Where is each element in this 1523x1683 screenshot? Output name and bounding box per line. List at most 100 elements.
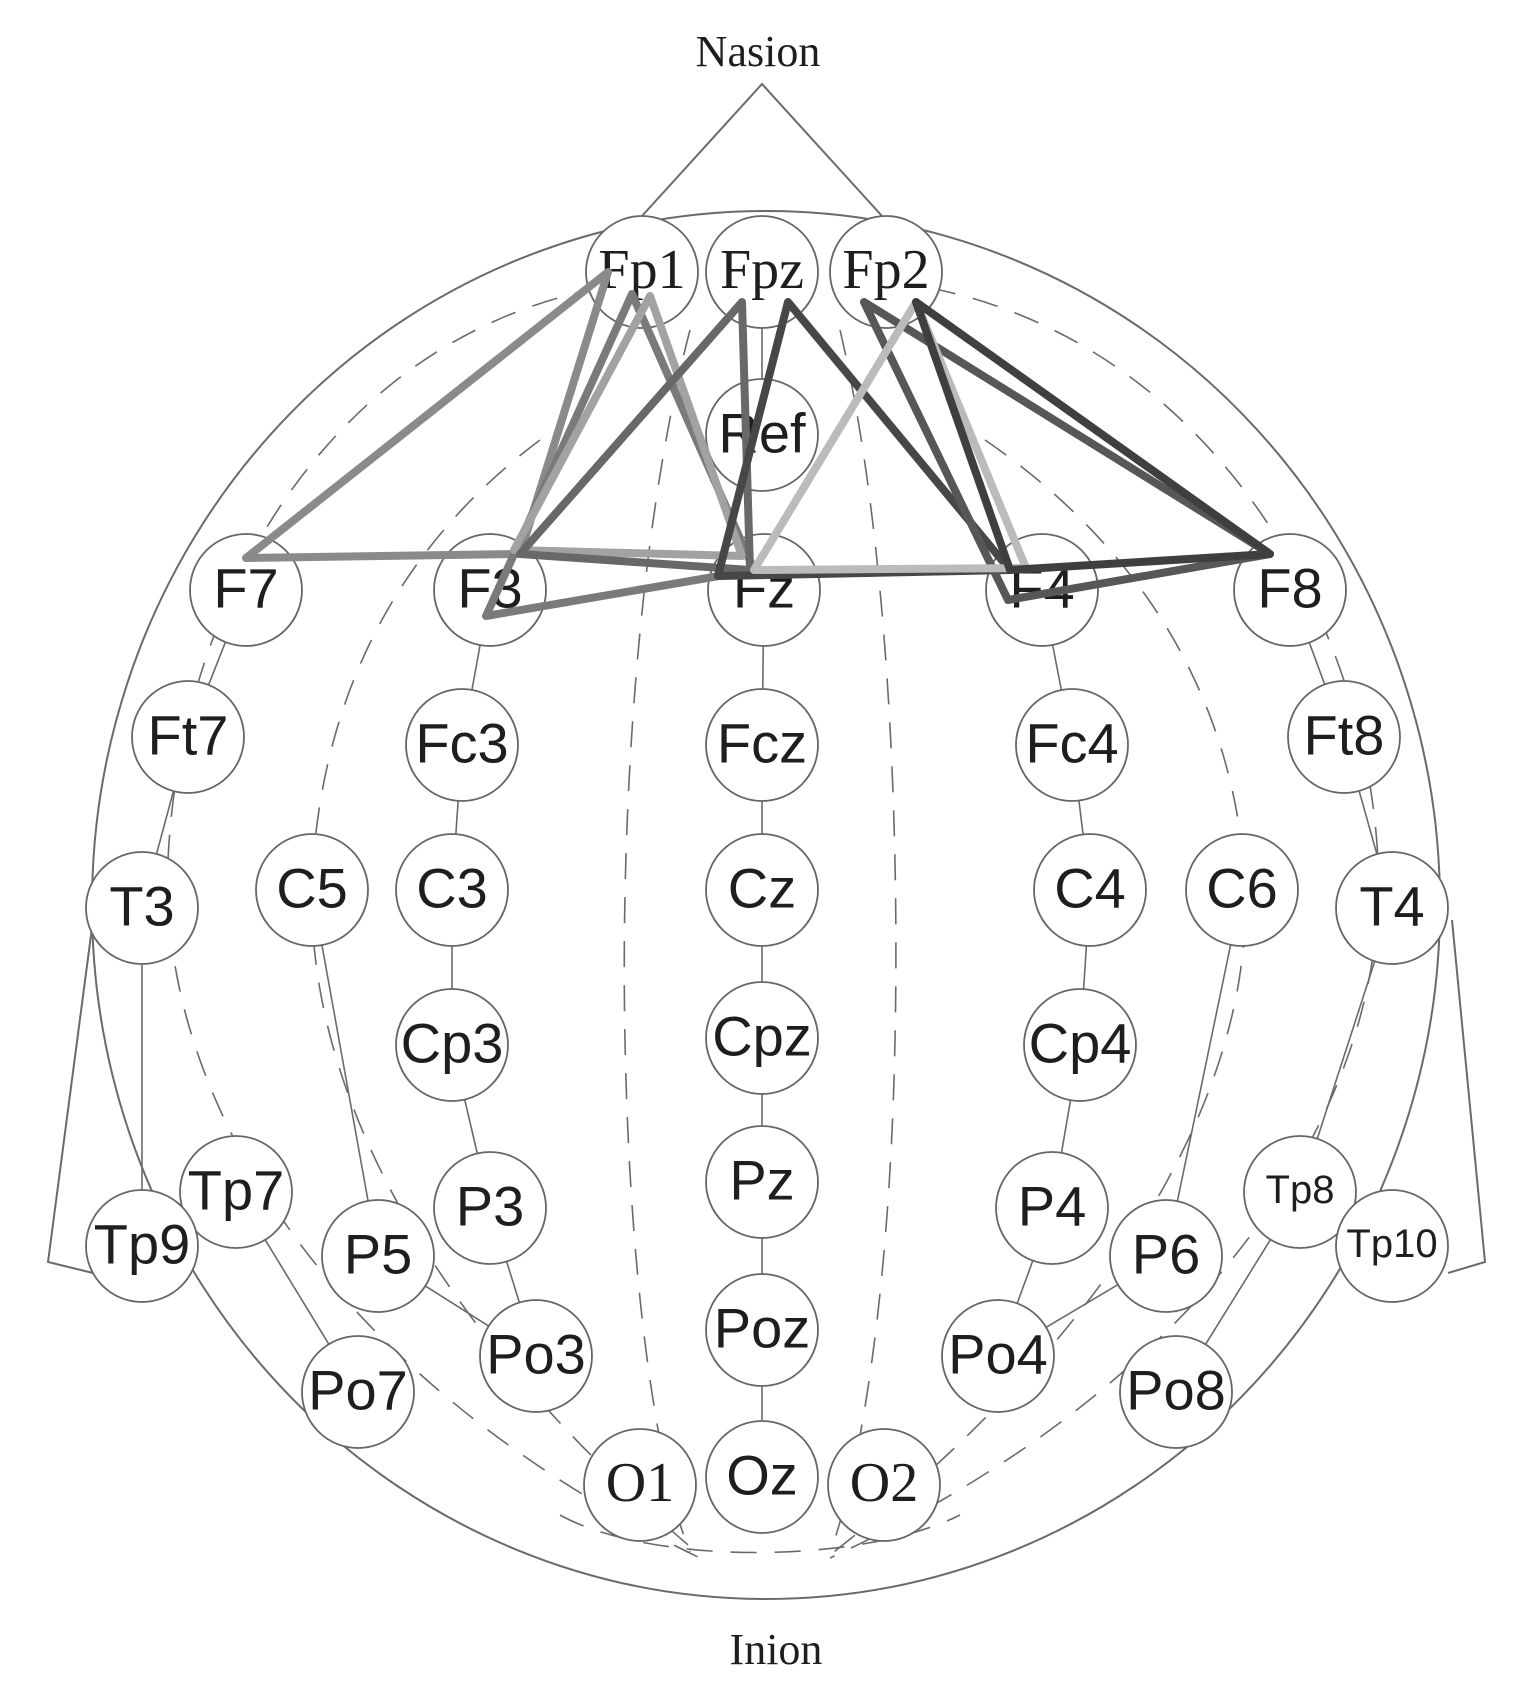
right-ear-outline [1447,919,1487,1274]
stub-F4-Fc4 [1051,644,1063,691]
electrode-t4: T4 [1335,851,1449,965]
electrode-label: T3 [109,875,174,938]
electrode-circle [705,1273,819,1387]
electrode-label: Po3 [486,1323,586,1386]
guide-line-center-right [829,329,897,1553]
electrode-circle [1015,688,1129,802]
left-ear-outline [46,919,94,1274]
electrode-circle [479,1299,593,1413]
electrode-c4: C4 [1033,833,1147,947]
electrode-po7: Po7 [301,1335,415,1449]
electrode-circle [1335,851,1449,965]
electrode-ft7: Ft7 [131,680,245,794]
electrode-label: C3 [416,857,488,920]
electrode-cz: Cz [705,833,819,947]
electrode-circle [433,533,547,647]
stub-F8-Ft8 [1308,642,1326,685]
electrode-circle [255,833,369,947]
electrode-circle [321,1199,435,1313]
electrode-pz: Pz [705,1125,819,1239]
electrode-tp7: Tp7 [179,1135,293,1249]
electrode-circle [705,981,819,1095]
electrode-t3: T3 [85,851,199,965]
electrode-circle [405,688,519,802]
electrode-circle [1119,1335,1233,1449]
stub-Fz-Fcz [761,645,765,690]
electrode-po3: Po3 [479,1299,593,1413]
electrode-circle [1243,1135,1357,1249]
electrode-c6: C6 [1185,833,1299,947]
electrode-label: C5 [276,857,348,920]
electrode-circle [131,680,245,794]
electrode-p6: P6 [1109,1199,1223,1313]
electrode-stubs [141,328,1378,1421]
electrode-label: Tp7 [188,1159,285,1222]
electrode-cpz: Cpz [705,981,819,1095]
electrode-f7: F7 [189,533,303,647]
electrode-fpz: Fpz [705,215,819,329]
stub-Fc3-C3 [455,800,459,835]
connection-triangle-fp1-f3-fz [482,290,758,620]
connection-triangle-fp2-fz-f4 [750,298,1030,574]
stub-Tp8-Po8 [1204,1239,1272,1345]
electrode-label: P4 [1018,1175,1087,1238]
connection-lines [242,268,1274,620]
electrode-o2: O2 [827,1428,941,1542]
electrode-circle [1185,833,1299,947]
electrode-circle [707,533,821,647]
electrode-fcz: Fcz [705,688,819,802]
electrode-poz: Poz [705,1273,819,1387]
electrode-circle [827,1428,941,1542]
electrode-circle [189,533,303,647]
electrode-label: Fc3 [415,712,508,775]
electrode-label: Po7 [308,1359,408,1422]
electrode-o1: O1 [583,1428,697,1542]
electrode-fc4: Fc4 [1015,688,1129,802]
electrode-label: P6 [1132,1223,1201,1286]
electrode-circle [705,833,819,947]
stub-Tp7-Po7 [264,1239,330,1345]
connection-triangle-fpz-f3-fz [516,298,754,574]
stub-P5-Po3 [424,1285,490,1327]
connection-triangle-fp1-f3-fz [510,292,746,560]
electrode-circle [585,215,699,329]
electrode-label: Fc4 [1025,712,1118,775]
electrode-p4: P4 [995,1151,1109,1265]
electrode-label: P3 [456,1175,525,1238]
electrode-label: C4 [1054,857,1126,920]
electrode-label: Ft8 [1304,704,1385,767]
electrode-fp1: Fp1 [585,215,699,329]
electrode-circle [705,1420,819,1534]
electrode-label: Poz [714,1297,811,1360]
electrode-label: F8 [1257,557,1322,620]
stub-P6-Po4 [1045,1283,1119,1329]
electrode-label: Cz [728,857,796,920]
electrode-label: Pz [729,1149,794,1212]
electrode-label: F7 [213,557,278,620]
stub-C4-Cp4 [1082,945,1088,990]
electrode-ref: Ref [705,378,819,492]
stub-Cp3-P3 [463,1099,479,1154]
electrode-circle [1109,1199,1223,1313]
electrode-tp10: Tp10 [1335,1189,1449,1303]
electrode-circle [995,1151,1109,1265]
electrode-label: Fp1 [598,239,685,301]
electrode-label: Fp2 [842,239,929,301]
electrode-f8: F8 [1233,533,1347,647]
stub-P4-Po4 [1016,1260,1034,1304]
electrode-circle [1335,1189,1449,1303]
electrode-circle [705,378,819,492]
nasion-label: Nasion [696,27,821,76]
electrode-circle [705,1125,819,1239]
electrode-circle [395,988,509,1102]
electrode-fp2: Fp2 [829,215,943,329]
connection-triangle-fp2-f4-f8 [860,298,1274,604]
electrode-p3: P3 [433,1151,547,1265]
electrode-label: P5 [344,1223,413,1286]
electrode-circle [1287,680,1401,794]
electrode-label: Cp3 [401,1012,504,1075]
electrode-p5: P5 [321,1199,435,1313]
